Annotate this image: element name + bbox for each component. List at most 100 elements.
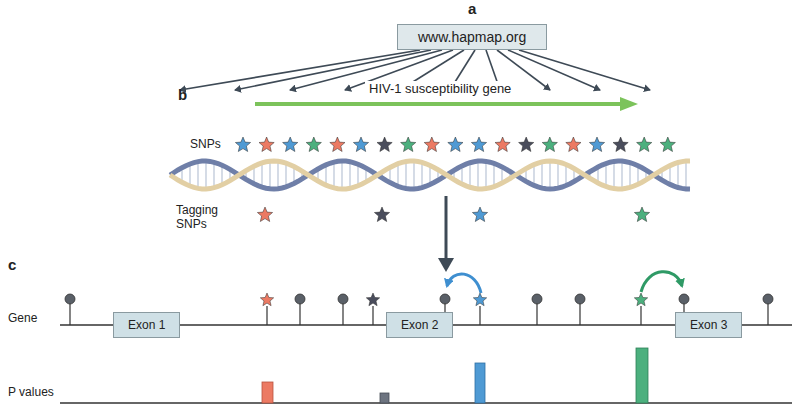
snp-star [448,137,463,152]
panel-letter: c [8,256,16,273]
panel-letter: b [178,86,187,103]
snp-stem [640,306,641,325]
snp-head [295,294,305,304]
snp-star [472,207,487,222]
snp-head [440,294,450,304]
exon-box: Exon 2 [386,312,453,338]
snp-star [424,137,439,152]
gene-arrow [255,102,622,106]
base-pair [677,163,678,188]
snp-star [374,207,389,222]
base-pair [341,161,342,189]
base-pair [685,161,686,189]
base-pair [269,161,270,189]
snp-head [532,294,542,304]
snp-head [575,294,585,304]
snp-star [353,137,368,152]
box-label: www.hapmap.org [418,29,526,45]
snp-stem [579,303,580,325]
down-arrowhead [438,258,454,272]
snp-stem [299,303,300,325]
ld-arrow-blue [447,274,481,293]
snp-star [235,137,250,152]
snp-head [65,294,75,304]
base-pair [477,161,478,189]
fan-arrow [519,50,650,90]
snp-star [613,137,628,152]
base-pair [621,161,622,189]
snp-stem [536,303,537,325]
snp-star [473,293,486,306]
snp-star [401,137,416,152]
snp-head [679,294,689,304]
exon-box: Exon 1 [113,312,180,338]
snp-star [471,137,486,152]
base-pair [197,162,198,189]
base-pair [493,163,494,186]
snp-star [519,137,534,152]
gene-arrowhead [620,97,638,111]
base-pair [613,161,614,188]
pvalue-axis [60,402,792,404]
base-pair [349,162,350,189]
base-pair [413,161,414,189]
snp-head [338,294,348,304]
pvalue-bar [380,393,389,403]
base-pair [405,162,406,189]
snp-stem [69,303,70,325]
exon-box: Exon 3 [675,312,742,338]
snp-star [495,137,510,152]
box-label: Exon 2 [401,318,438,332]
snp-star [634,293,647,306]
gene-label: HIV-1 susceptibility gene [365,81,515,96]
base-pair [469,163,470,188]
snp-star [366,293,379,306]
snp-stem [342,303,343,325]
base-pair [629,163,630,188]
base-pair [205,161,206,189]
snp-head [763,294,773,304]
base-pair [285,163,286,187]
pvalue-bar [475,363,485,403]
track-label: Gene [8,311,37,325]
base-pair [485,161,486,188]
snp-star [637,137,652,152]
base-pair [325,165,326,185]
panel-letter: a [468,0,476,17]
website-box: www.hapmap.org [397,24,547,50]
down-arrow [445,196,448,262]
base-pair [549,161,550,189]
snp-star [257,207,272,222]
box-label: Exon 3 [690,318,727,332]
base-pair [213,162,214,187]
base-pair [421,162,422,187]
snp-star [660,137,675,152]
dna-helix [170,161,690,189]
snp-stem [372,306,373,325]
pvalue-bar [262,382,273,403]
snp-star [566,137,581,152]
ld-arrow-green [641,272,682,292]
base-pair [277,161,278,188]
base-pair [565,165,566,186]
helix-strand [170,161,690,189]
base-pair [541,162,542,188]
snp-star [259,137,274,152]
snp-stem [767,303,768,325]
track-label: P values [8,385,54,399]
box-label: Exon 1 [128,318,165,332]
base-pair [189,164,190,186]
row-label: Tagging SNPs [176,204,240,232]
snp-star [589,137,604,152]
pvalue-bar [636,348,648,403]
snp-stars [235,137,675,222]
base-pair [533,165,534,186]
base-pair [605,164,606,187]
snp-star [306,137,321,152]
snp-star [542,137,557,152]
base-pair [357,164,358,186]
helix-strand [170,161,690,189]
snp-stem [479,306,480,325]
